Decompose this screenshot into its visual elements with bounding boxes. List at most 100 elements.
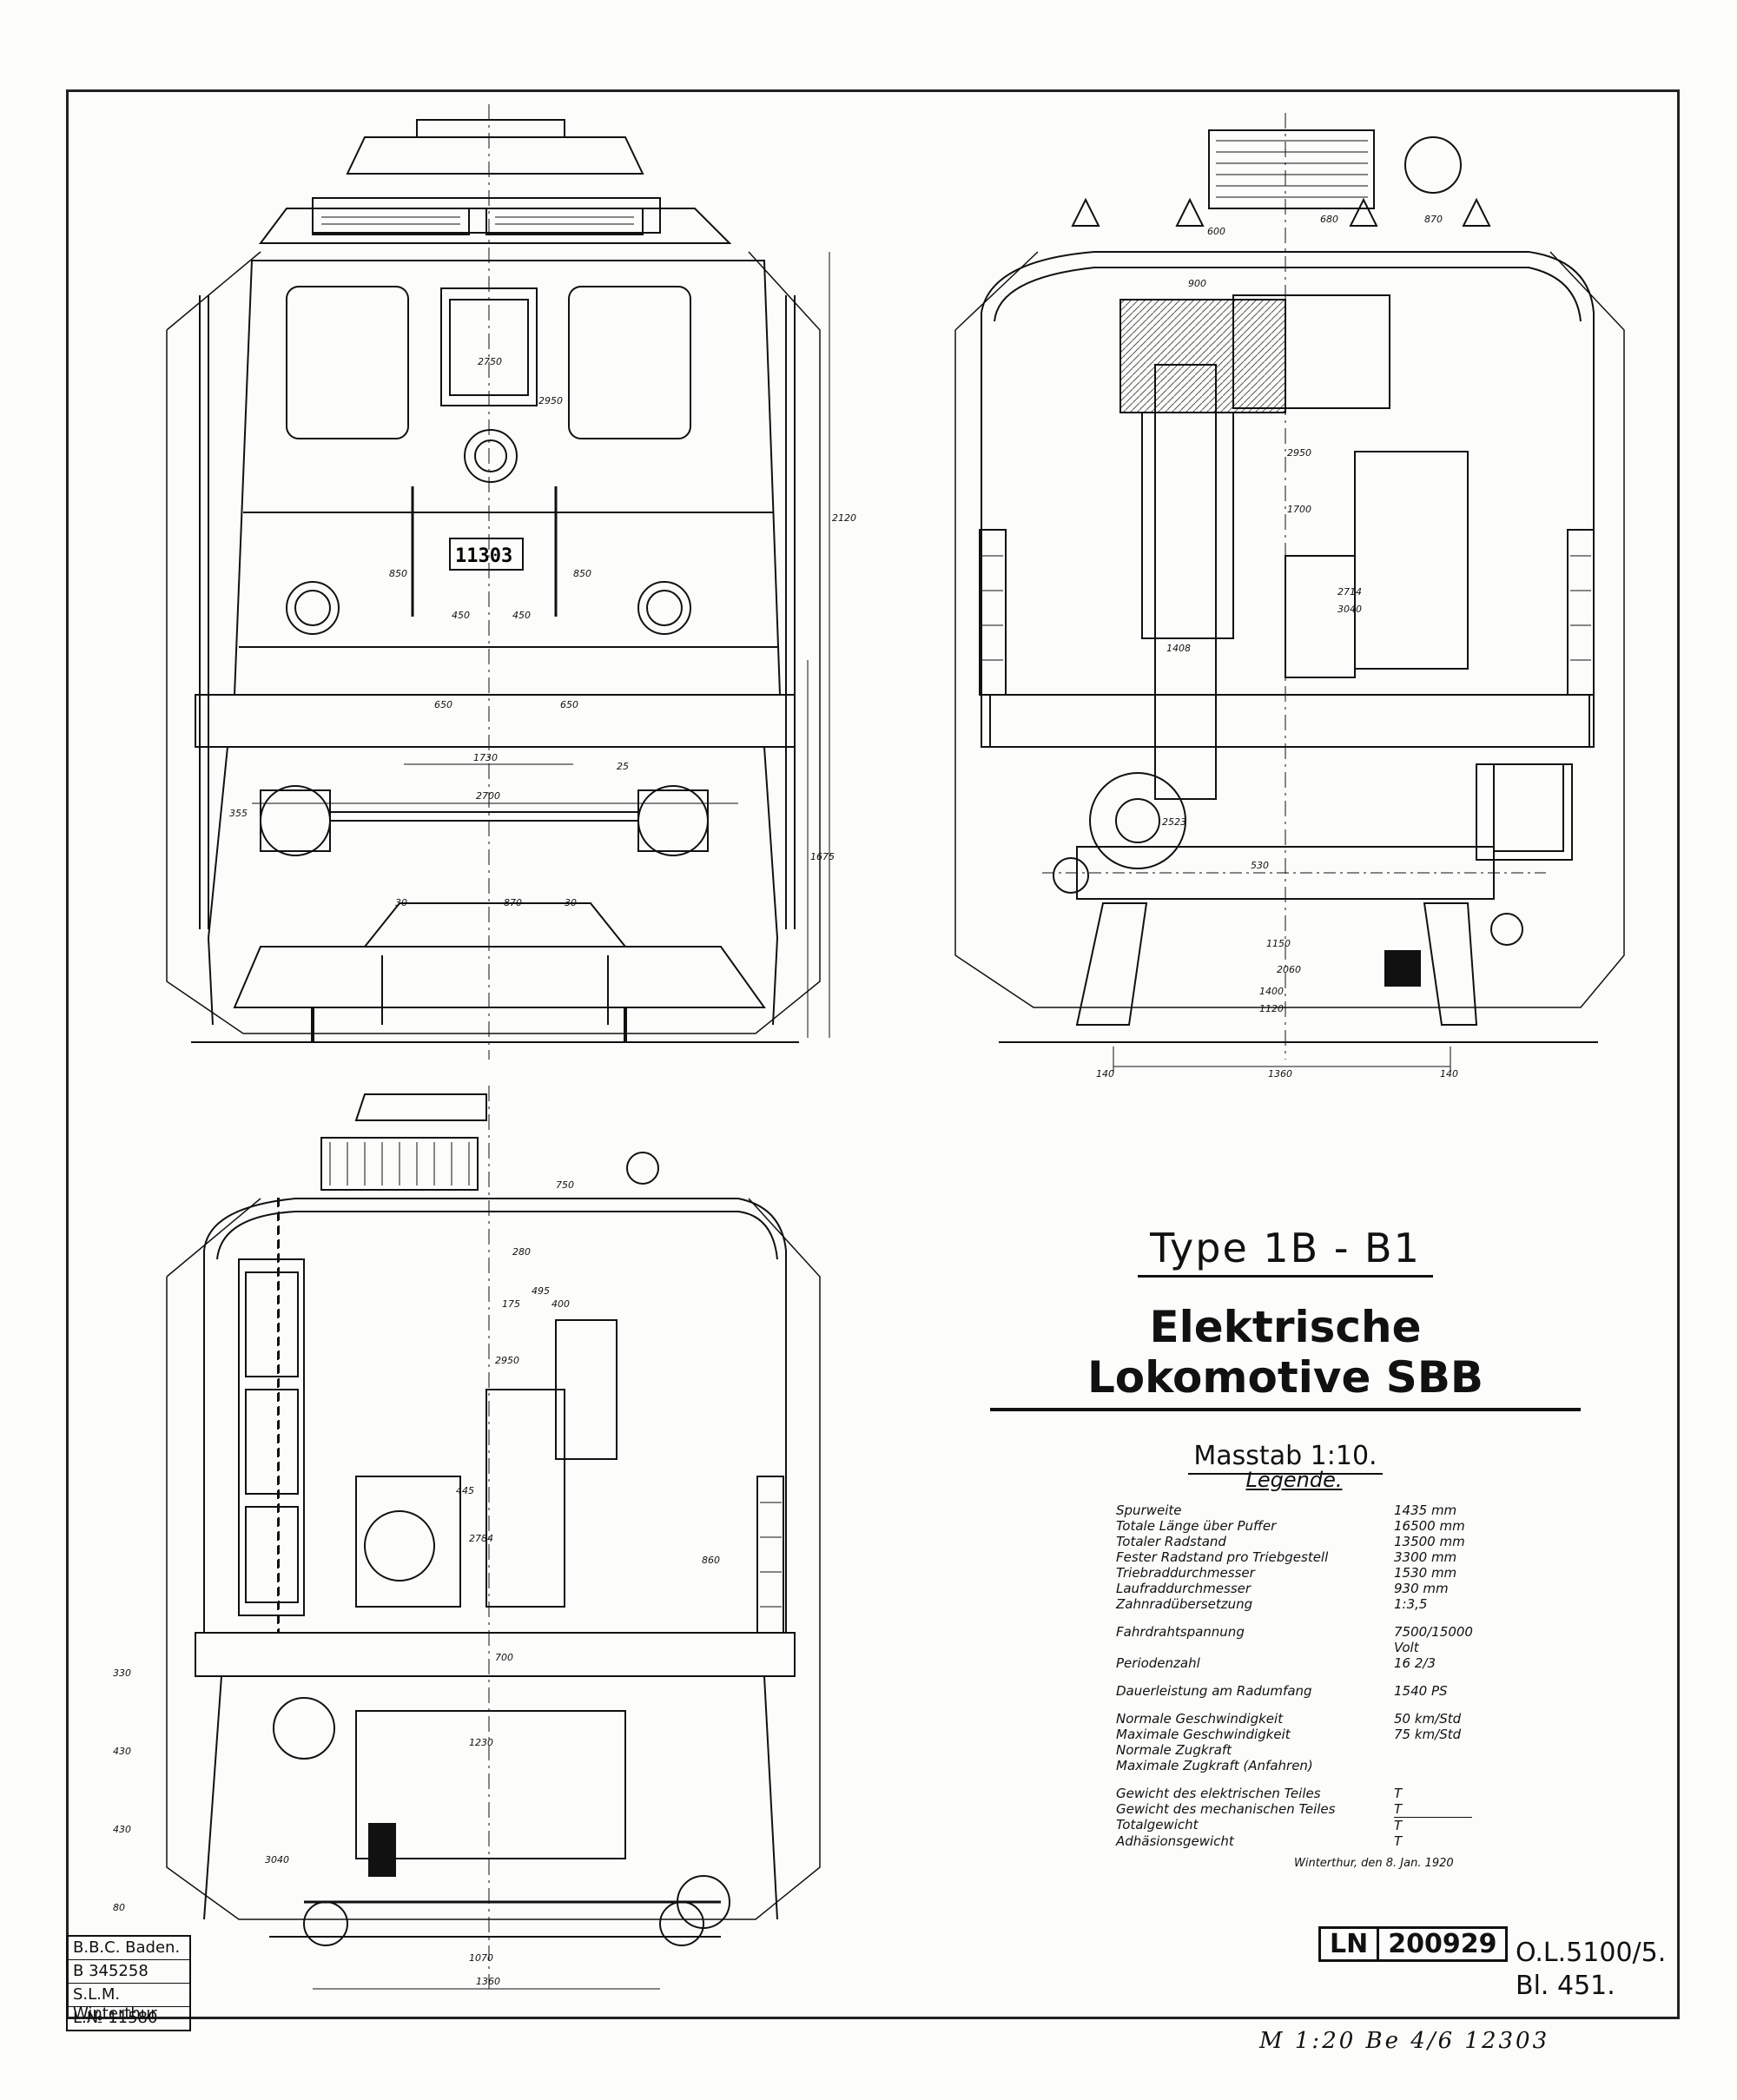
dim-label: 30: [565, 897, 577, 908]
dim-label: 30: [395, 897, 407, 908]
dim-label: 2700: [476, 790, 500, 802]
legend-value: 1540 PS: [1394, 1683, 1448, 1699]
legend-label: Gewicht des mechanischen Teiles: [1116, 1801, 1336, 1817]
dim-label: 700: [495, 1652, 513, 1663]
cross-section-right: [954, 113, 1625, 1073]
ln-number: 200929: [1388, 1929, 1497, 1959]
legend-value: 16 2/3: [1394, 1655, 1436, 1671]
dim-label: 2950: [495, 1355, 519, 1366]
dim-label: 495: [532, 1285, 550, 1297]
sheet-border: [66, 89, 1680, 2019]
dim-label: 1230: [469, 1737, 493, 1748]
dim-label: 1360: [476, 1976, 500, 1987]
dim-label: 650: [560, 699, 578, 710]
dim-label: 1408: [1166, 643, 1191, 654]
legend-row: Periodenzahl 16 2/3: [1116, 1655, 1472, 1671]
dim-label: 2784: [469, 1533, 493, 1544]
scale-label: Masstab 1:10.: [1188, 1441, 1383, 1475]
legend-label: Normale Geschwindigkeit: [1116, 1711, 1284, 1727]
front-view: [166, 104, 830, 1060]
legend-label: Fester Radstand pro Triebgestell: [1116, 1549, 1329, 1565]
stamp-line: S.L.M. Winterthur: [68, 1984, 189, 2023]
dim-label: 2714: [1337, 586, 1362, 598]
dim-label: 850: [573, 568, 591, 579]
archive-stamp: B.B.C. Baden. B 345258 S.L.M. Winterthur…: [66, 1935, 191, 2031]
legend-row: Fester Radstand pro Triebgestell 3300 mm: [1116, 1549, 1472, 1565]
legend-value: [1394, 1742, 1472, 1758]
dim-label: 1400: [1259, 986, 1284, 997]
dim-label: 2120: [832, 512, 856, 524]
dim-label: 530: [1251, 860, 1269, 871]
legend-label: Fahrdrahtspannung: [1116, 1624, 1245, 1640]
legend-label: Periodenzahl: [1116, 1655, 1200, 1671]
dim-label: 2523: [1162, 816, 1186, 828]
dim-label: 1730: [473, 752, 498, 763]
legend-row: Normale Zugkraft: [1116, 1742, 1472, 1758]
dim-label: 430: [113, 1746, 131, 1757]
legend-row: Gewicht des mechanischen Teiles T: [1116, 1801, 1472, 1817]
legend-value: 1:3,5: [1394, 1596, 1428, 1612]
dim-label: 2750: [478, 356, 502, 367]
cross-section-lower: [166, 1086, 821, 1990]
dim-label: 1700: [1287, 504, 1311, 515]
dim-label: 80: [113, 1902, 125, 1913]
section-right-dimensions: 900 600 680 870 2950 1700 2714 3040 1150…: [1096, 214, 1458, 1080]
title-block: Type 1B - B1 Elektrische Lokomotive SBB …: [990, 1225, 1581, 1475]
dim-label: 1360: [1268, 1068, 1292, 1080]
dim-label: 2950: [538, 395, 563, 406]
dim-label: 600: [1207, 226, 1225, 237]
handwritten-note: M 1:20 Be 4/6 12303: [1259, 2028, 1550, 2054]
dim-label: 400: [551, 1298, 570, 1310]
front-dimensions: 2750 2950 850 850 450 450 650 650 1730 2…: [229, 356, 856, 908]
legend-label: Dauerleistung am Radumfang: [1116, 1683, 1312, 1699]
legend-label: Triebraddurchmesser: [1116, 1565, 1255, 1581]
dim-label: 140: [1440, 1068, 1458, 1080]
type-title: Type 1B - B1: [1138, 1225, 1433, 1278]
legend-value: 3300 mm: [1394, 1549, 1457, 1565]
legend-value: T: [1394, 1786, 1403, 1801]
legend-value: T: [1394, 1833, 1403, 1849]
dim-label: 1120: [1259, 1003, 1284, 1014]
drawing-ref-line1: O.L.5100/5.: [1516, 1938, 1667, 1968]
legend-label: Maximale Zugkraft (Anfahren): [1116, 1758, 1313, 1773]
dim-label: 445: [456, 1485, 474, 1496]
main-title: Elektrische Lokomotive SBB: [990, 1302, 1581, 1411]
dim-label: 280: [512, 1246, 531, 1258]
dim-label: 850: [389, 568, 407, 579]
legend-row: Normale Geschwindigkeit 50 km/Std: [1116, 1711, 1472, 1727]
legend-row: Totaler Radstand 13500 mm: [1116, 1534, 1472, 1549]
legend-label: Zahnradübersetzung: [1116, 1596, 1253, 1612]
legend-label: Totaler Radstand: [1116, 1534, 1226, 1549]
dim-label: 1150: [1266, 938, 1291, 949]
legend-value: 50 km/Std: [1394, 1711, 1462, 1727]
legend-row: Zahnradübersetzung 1:3,5: [1116, 1596, 1472, 1612]
dim-label: 450: [452, 610, 470, 621]
dim-label: 2950: [1287, 447, 1311, 459]
dim-label: 1070: [469, 1952, 493, 1964]
legend-value: 13500 mm: [1394, 1534, 1465, 1549]
legend-row: Triebraddurchmesser 1530 mm: [1116, 1565, 1472, 1581]
legend-row: Maximale Zugkraft (Anfahren): [1116, 1758, 1472, 1773]
locomotive-number: 11303: [455, 545, 512, 567]
legend-value: 930 mm: [1394, 1581, 1449, 1596]
legend-heading: Legende.: [1245, 1468, 1343, 1492]
legend-value: T: [1394, 1817, 1472, 1833]
dim-label: 750: [556, 1179, 574, 1191]
legend-row: Dauerleistung am Radumfang 1540 PS: [1116, 1683, 1472, 1699]
dim-label: 2060: [1277, 964, 1301, 975]
dim-label: 870: [1424, 214, 1443, 225]
dim-label: 1675: [810, 851, 835, 862]
drawing-ref-line2: Bl. 451.: [1516, 1971, 1615, 2001]
stamp-line: L.№ 11580: [73, 2009, 158, 2027]
legend-value: 1530 mm: [1394, 1565, 1457, 1581]
legend-label: Gewicht des elektrischen Teiles: [1116, 1786, 1321, 1801]
legend-row: Gewicht des elektrischen Teiles T: [1116, 1786, 1472, 1801]
legend-value: T: [1394, 1801, 1403, 1817]
legend-value: 75 km/Std: [1394, 1727, 1462, 1742]
